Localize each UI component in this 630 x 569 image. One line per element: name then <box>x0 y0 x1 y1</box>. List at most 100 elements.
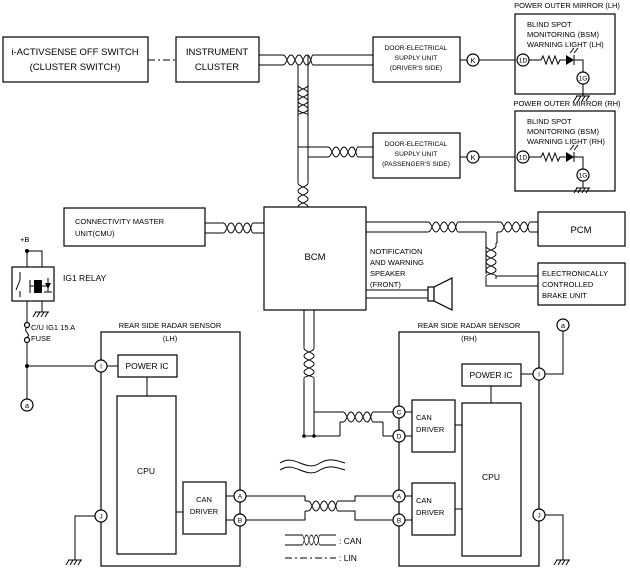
door-supply-passenger-block: DOOR-ELECTRICAL SUPPLY UNIT (PASSENGER'S… <box>372 132 461 179</box>
svg-text:i-ACTIVSENSE OFF SWITCH: i-ACTIVSENSE OFF SWITCH <box>11 47 138 58</box>
plus-b-label: +B <box>20 235 29 244</box>
svg-text:1G: 1G <box>579 173 588 180</box>
speaker-label: NOTIFICATION AND WARNING SPEAKER (FRONT) <box>370 247 424 289</box>
svg-text:CAN: CAN <box>416 496 432 505</box>
svg-text:CPU: CPU <box>482 472 500 482</box>
ref-a-left: a <box>20 398 34 412</box>
svg-text:(PASSENGER'S SIDE): (PASSENGER'S SIDE) <box>382 161 450 168</box>
svg-text:BLIND SPOT: BLIND SPOT <box>527 20 572 29</box>
svg-text:K: K <box>470 56 475 65</box>
svg-text:J: J <box>537 513 540 520</box>
svg-text:K: K <box>470 153 475 162</box>
svg-text:UNIT(CMU): UNIT(CMU) <box>75 229 115 238</box>
svg-text:B: B <box>238 518 243 525</box>
terminal-a-lh: A <box>233 489 247 503</box>
svg-text:B: B <box>397 518 402 525</box>
power-ic-lh: POWER IC <box>117 354 178 378</box>
terminal-1d-lh: 1D <box>516 53 530 67</box>
svg-text:CAN: CAN <box>416 413 432 422</box>
bsm-led-rh <box>529 144 584 169</box>
cmu-block: CONNECTIVITY MASTER UNIT(CMU) <box>63 207 206 247</box>
svg-text:POWER IC: POWER IC <box>126 361 169 371</box>
can-cluster-door <box>259 54 373 66</box>
svg-text:J: J <box>99 514 102 521</box>
svg-text:a: a <box>25 401 30 410</box>
svg-text:(CLUSTER SWITCH): (CLUSTER SWITCH) <box>30 62 121 73</box>
svg-text:CONNECTIVITY MASTER: CONNECTIVITY MASTER <box>75 217 165 226</box>
bsm-rh-block: BLIND SPOT MONITORING (BSM) WARNING LIGH… <box>514 110 616 192</box>
fuse-label: C/U IG1 15 A <box>31 323 75 332</box>
ebcu-block: ELECTRONICALLY CONTROLLED BRAKE UNIT <box>537 262 626 306</box>
ia-switch-block: i-ACTIVSENSE OFF SWITCH (CLUSTER SWITCH) <box>2 36 149 83</box>
svg-text:CLUSTER: CLUSTER <box>195 62 239 73</box>
svg-text:SUPPLY UNIT: SUPPLY UNIT <box>395 55 438 62</box>
svg-text:REAR SIDE RADAR SENSOR: REAR SIDE RADAR SENSOR <box>119 321 222 330</box>
svg-text:: LIN: : LIN <box>339 553 357 563</box>
svg-text:: CAN: : CAN <box>339 536 362 546</box>
terminal-c-rh: C <box>392 405 406 419</box>
svg-text:C: C <box>397 410 402 417</box>
svg-text:SPEAKER: SPEAKER <box>370 269 406 278</box>
svg-text:1D: 1D <box>519 155 528 162</box>
svg-text:DRIVER: DRIVER <box>190 507 219 516</box>
can-bcm-radar-rh <box>279 310 393 474</box>
svg-text:PCM: PCM <box>570 225 591 236</box>
svg-text:MONITORING (BSM): MONITORING (BSM) <box>527 127 599 136</box>
svg-text:a: a <box>561 321 566 330</box>
svg-text:POWER IC: POWER IC <box>470 370 513 380</box>
svg-text:INSTRUMENT: INSTRUMENT <box>186 47 248 58</box>
ref-a-right: a <box>556 318 570 332</box>
cpu-rh: CPU <box>461 402 522 557</box>
can-to-passenger-door <box>298 146 373 158</box>
ig1-relay <box>11 249 55 318</box>
svg-text:REAR SIDE RADAR SENSOR: REAR SIDE RADAR SENSOR <box>418 321 521 330</box>
terminal-k-driver: K <box>466 53 480 67</box>
terminal-1g-rh: 1G <box>576 168 590 182</box>
svg-text:D: D <box>397 434 402 441</box>
pcm-block: PCM <box>537 211 626 247</box>
svg-text:AND WARNING: AND WARNING <box>370 258 424 267</box>
terminal-a-rh: A <box>392 489 406 503</box>
mirror-rh-title: POWER OUTER MIRROR (RH) <box>513 99 621 108</box>
fuse-icon <box>23 301 31 366</box>
bcm-block: BCM <box>263 206 367 311</box>
legend-can: : CAN <box>285 534 362 546</box>
can-driver-lh: CAN DRIVER <box>182 481 227 535</box>
svg-text:CAN: CAN <box>196 495 212 504</box>
svg-text:MONITORING (BSM): MONITORING (BSM) <box>527 30 599 39</box>
door-supply-driver-block: DOOR-ELECTRICAL SUPPLY UNIT (DRIVER'S SI… <box>372 36 461 83</box>
can-driver-rh-lower: CAN DRIVER <box>411 482 456 536</box>
terminal-i-lh: I <box>94 359 108 373</box>
svg-text:DOOR-ELECTRICAL: DOOR-ELECTRICAL <box>385 141 448 148</box>
can-bcm-pcm <box>366 221 538 287</box>
speaker-icon <box>366 277 453 311</box>
terminal-j-lh: J <box>94 509 108 523</box>
svg-text:1G: 1G <box>579 76 588 83</box>
can-radar-lh-rh <box>246 495 393 521</box>
fuse-label-2: FUSE <box>31 334 51 343</box>
svg-text:SUPPLY UNIT: SUPPLY UNIT <box>395 151 438 158</box>
svg-text:(RH): (RH) <box>461 334 477 343</box>
svg-text:(LH): (LH) <box>163 334 178 343</box>
svg-text:I: I <box>538 372 540 379</box>
can-cmu-bcm <box>205 222 264 234</box>
svg-text:1D: 1D <box>519 58 528 65</box>
terminal-i-rh: I <box>532 367 546 381</box>
terminal-k-passenger: K <box>466 150 480 164</box>
terminal-1g-lh: 1G <box>576 71 590 85</box>
terminal-1d-rh: 1D <box>516 150 530 164</box>
terminal-b-rh: B <box>392 513 406 527</box>
bsm-lh-block: BLIND SPOT MONITORING (BSM) WARNING LIGH… <box>514 13 616 95</box>
svg-text:A: A <box>238 494 243 501</box>
svg-text:A: A <box>397 494 402 501</box>
terminal-b-lh: B <box>233 513 247 527</box>
svg-text:BCM: BCM <box>304 252 325 263</box>
can-driver-rh-upper: CAN DRIVER <box>411 399 456 453</box>
bsm-led-lh <box>529 47 584 72</box>
power-ic-rh: POWER IC <box>461 363 522 387</box>
cpu-lh: CPU <box>116 395 177 555</box>
svg-text:CONTROLLED: CONTROLLED <box>542 280 594 289</box>
svg-text:ELECTRONICALLY: ELECTRONICALLY <box>542 269 608 278</box>
svg-text:BRAKE UNIT: BRAKE UNIT <box>542 291 587 300</box>
